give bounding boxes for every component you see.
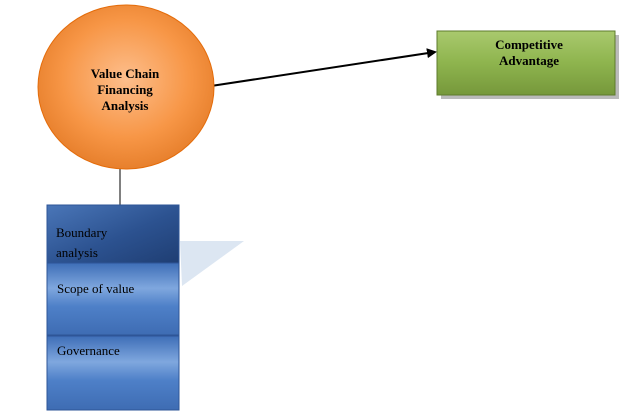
competitive-advantage-label: Competitive Advantage [440,37,618,69]
arrow-to-competitive-advantage [210,48,437,87]
scope-of-value-label: Scope of value [57,281,135,296]
scope-of-value-box [46,262,180,336]
competitive-advantage-box [436,30,616,96]
boundary-line-1: Boundary [56,225,108,240]
boundary-analysis-box [46,204,180,264]
ca-line-1: Competitive [495,37,563,52]
callout-wedge [180,241,244,286]
boundary-analysis-label: Boundary analysis [56,223,166,263]
vcf-line-2: Financing [97,82,153,97]
governance-label: Governance [57,343,120,358]
boundary-line-2: analysis [56,245,98,260]
governance-box [46,335,180,411]
vcf-line-1: Value Chain [90,66,160,81]
vcf-line-3: Analysis [101,98,149,113]
value-chain-financing-label: Value Chain Financing Analysis [60,66,190,114]
value-chain-financing-ellipse [37,4,215,170]
ca-line-2: Advantage [499,53,559,68]
